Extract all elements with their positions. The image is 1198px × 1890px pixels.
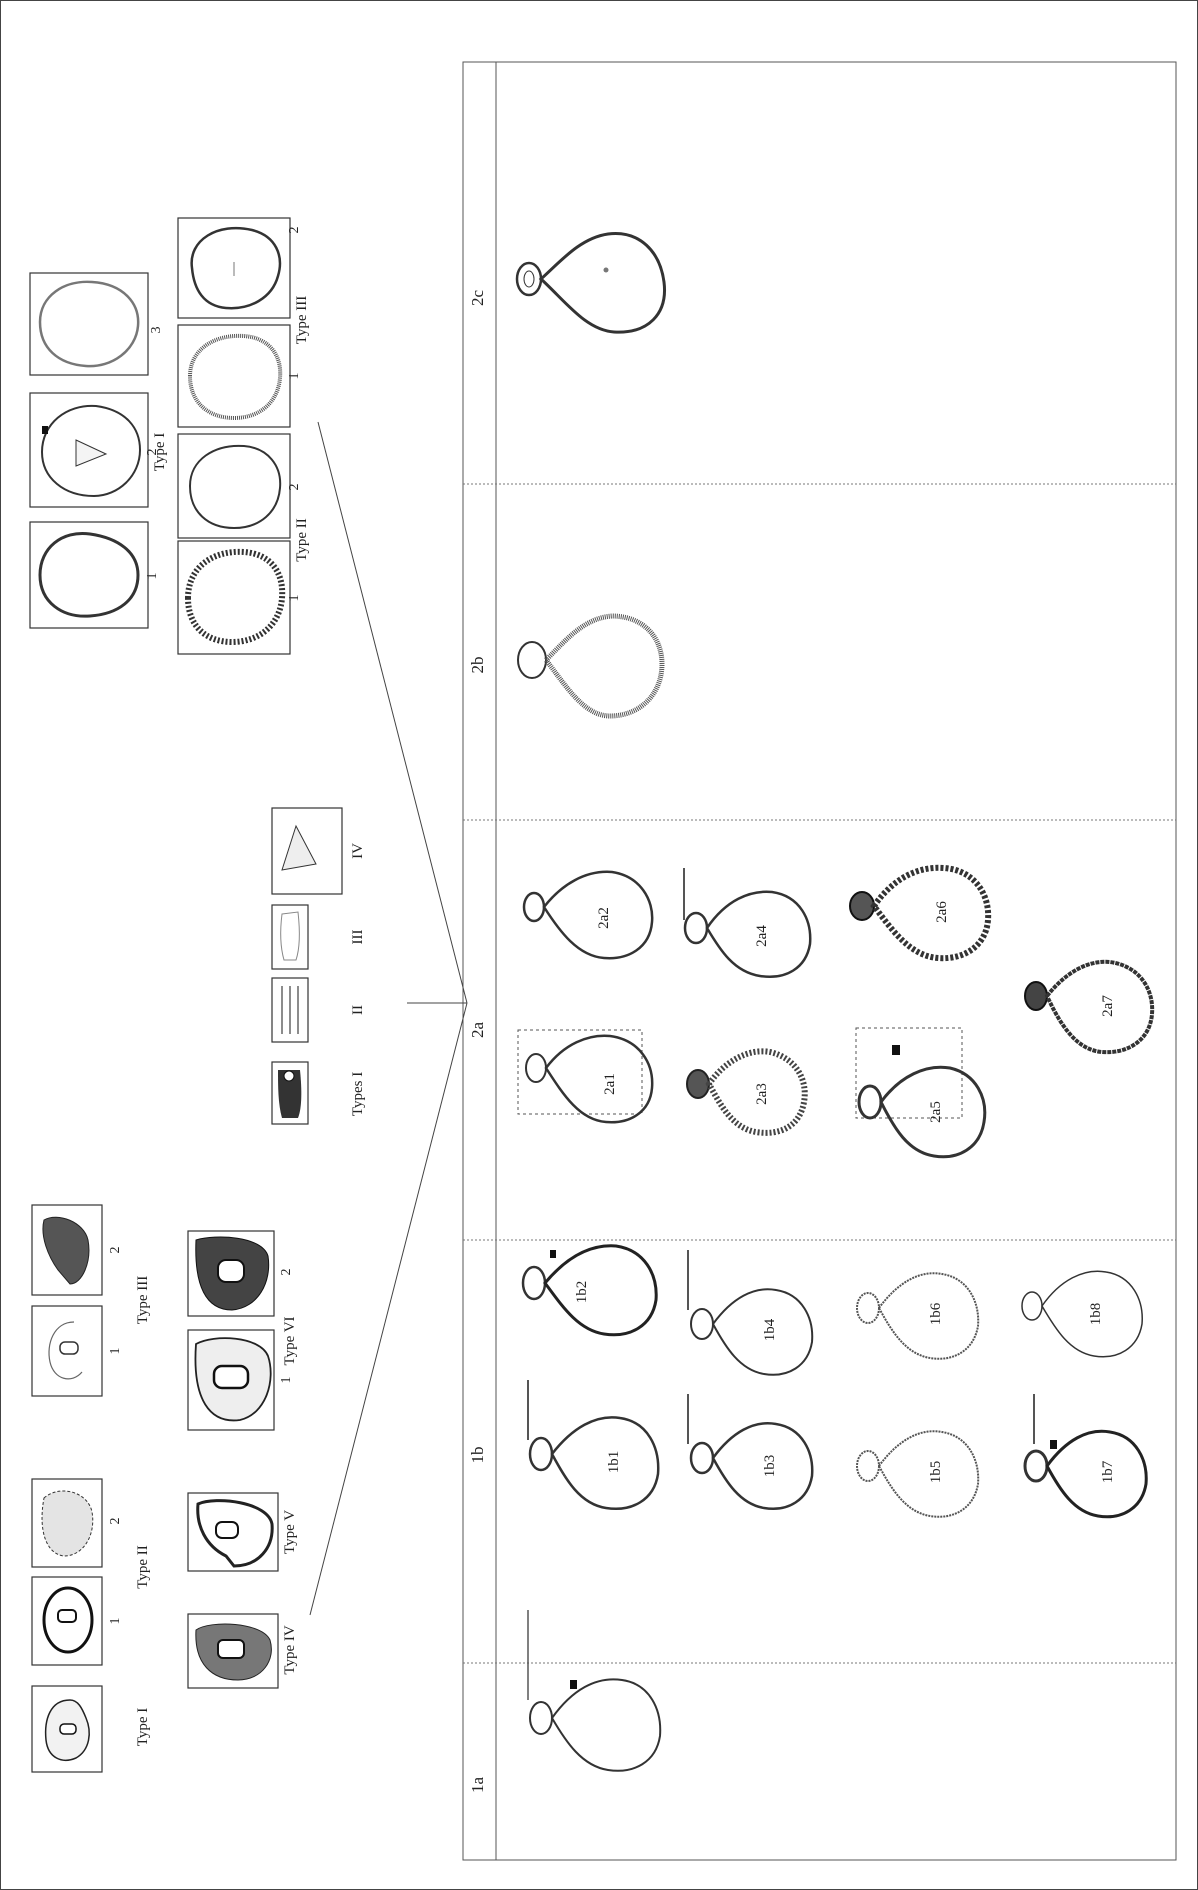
- specimen-1b3: 1b3: [688, 1394, 812, 1509]
- loop-type-vi-2-num: 2: [279, 1269, 294, 1276]
- loop-type-i-label: Type I: [135, 1708, 151, 1747]
- specimen-label-2a7: 2a7: [1100, 995, 1116, 1017]
- specimen-1b4: 1b4: [688, 1250, 812, 1375]
- connector-lines: [310, 422, 467, 1615]
- specimen-1b7: 1b7: [1025, 1394, 1146, 1517]
- frame-type-ii-1-num: 1: [287, 595, 302, 602]
- specimen-label-2a3: 2a3: [754, 1083, 770, 1105]
- specimen-2a-drawings: 2a1 2a2 2a3 2a4 2a5 2a6: [518, 868, 1152, 1157]
- specimen-2a2: 2a2: [524, 872, 652, 958]
- tread-type-iii-thumb: [272, 905, 308, 969]
- frame-type-ii-1-thumb: [178, 541, 290, 654]
- frame-type-iii-1-thumb: [178, 325, 290, 427]
- specimen-2a1: 2a1: [518, 1030, 652, 1122]
- specimen-2b-drawing: [518, 616, 662, 716]
- frame-type-iii-1-num: 1: [287, 373, 302, 380]
- frame-type-ii-2-num: 2: [287, 484, 302, 491]
- specimen-1b-drawings: 1b1 1b2 1b3 1b4 1b5 1b6: [523, 1246, 1146, 1517]
- specimen-2a7: 2a7: [1025, 962, 1152, 1052]
- specimen-1b5: 1b5: [857, 1431, 978, 1517]
- specimen-1a-drawing: [528, 1610, 660, 1771]
- column-label-1a: 1a: [468, 1777, 487, 1794]
- specimen-1b1: 1b1: [528, 1380, 658, 1509]
- loop-type-v-label: Type V: [282, 1510, 298, 1554]
- frame-type-group: 1 2 3 Type I 1 2 Type II 1 2 Type III: [30, 218, 310, 654]
- specimen-label-1b7: 1b7: [1100, 1460, 1116, 1483]
- frame-type-ii-2-thumb: [178, 434, 290, 538]
- loop-type-ii-2-num: 2: [108, 1518, 123, 1525]
- specimen-1b2: 1b2: [523, 1246, 656, 1335]
- specimen-2a4: 2a4: [684, 868, 810, 977]
- specimen-1b6: 1b6: [857, 1273, 978, 1359]
- specimen-label-1b2: 1b2: [574, 1281, 590, 1304]
- loop-type-iii-1-num: 1: [108, 1348, 123, 1355]
- loop-type-vi-label: Type VI: [282, 1316, 298, 1365]
- loop-type-iii-2-num: 2: [108, 1247, 123, 1254]
- loop-type-vi-1-num: 1: [279, 1377, 294, 1384]
- frame-type-i-label: Type I: [152, 433, 168, 472]
- specimen-label-2a6: 2a6: [934, 901, 950, 923]
- specimen-2c-drawing: [517, 234, 665, 333]
- specimen-1b8: 1b8: [1022, 1271, 1142, 1357]
- connector-loop-types: [310, 1003, 467, 1615]
- specimen-2a6: 2a6: [850, 868, 988, 958]
- frame-type-ii-label: Type II: [294, 518, 310, 562]
- connector-frame-types: [318, 422, 467, 1003]
- loop-type-ii-1-num: 1: [108, 1618, 123, 1625]
- specimen-label-2a1: 2a1: [602, 1073, 618, 1095]
- specimen-label-1b8: 1b8: [1088, 1303, 1104, 1326]
- specimen-label-2a4: 2a4: [754, 925, 770, 947]
- specimen-label-1b5: 1b5: [928, 1461, 944, 1484]
- tread-type-iii-label: III: [350, 930, 366, 945]
- loop-type-ii-label: Type II: [135, 1545, 151, 1589]
- frame-type-iii-2-num: 2: [287, 227, 302, 234]
- frame-type-i-3-thumb: [30, 273, 148, 375]
- column-label-2a: 2a: [468, 1022, 487, 1039]
- specimen-2a3: 2a3: [687, 1051, 805, 1133]
- specimen-2a5: 2a5: [856, 1028, 985, 1157]
- loop-type-group: Type I 1 2 Type II 1 2 Type III Type IV …: [32, 1205, 298, 1772]
- specimen-label-1b3: 1b3: [762, 1455, 778, 1478]
- specimen-panel: 1a 1b 2a 2b 2c: [463, 62, 1176, 1860]
- column-label-2b: 2b: [468, 657, 487, 674]
- specimen-label-2a5: 2a5: [928, 1101, 944, 1123]
- specimen-label-1b6: 1b6: [928, 1302, 944, 1325]
- frame-type-i-1-thumb: [30, 522, 148, 628]
- frame-type-iii-label: Type III: [294, 296, 310, 345]
- frame-type-i-1-num: 1: [145, 573, 160, 580]
- tread-type-iv-label: IV: [350, 843, 366, 859]
- specimen-label-1b1: 1b1: [606, 1451, 622, 1474]
- frame-type-i-3-num: 3: [149, 327, 164, 334]
- loop-type-iii-label: Type III: [135, 1276, 151, 1325]
- panel-border: [463, 62, 1176, 1860]
- specimen-label-1b4: 1b4: [762, 1318, 778, 1341]
- loop-type-iv-label: Type IV: [282, 1625, 298, 1675]
- tread-type-i-label: Types I: [350, 1072, 366, 1116]
- tread-type-ii-label: II: [350, 1005, 366, 1015]
- tread-type-group: Types I II III IV: [272, 808, 366, 1124]
- column-label-2c: 2c: [468, 290, 487, 307]
- specimen-label-2a2: 2a2: [596, 907, 612, 929]
- column-label-1b: 1b: [468, 1447, 487, 1464]
